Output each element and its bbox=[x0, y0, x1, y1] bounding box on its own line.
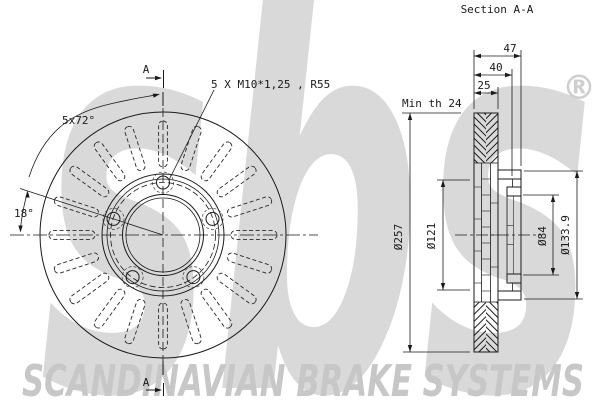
leader-line bbox=[169, 89, 215, 180]
vent-slots bbox=[48, 120, 278, 350]
arrow-right-icon bbox=[155, 387, 162, 393]
min-thickness-note: Min th 24 bbox=[402, 97, 462, 114]
section-marker-top: A bbox=[143, 63, 164, 88]
hatch-bottom-left bbox=[474, 302, 486, 352]
bolt-pattern-label: 5x72° bbox=[62, 114, 95, 127]
vent-slot bbox=[216, 165, 257, 198]
bore-chamfer-circle bbox=[125, 197, 201, 273]
vent-slot bbox=[180, 125, 202, 171]
watermark-layer: sbs ® SCANDINAVIAN BRAKE SYSTEMS bbox=[22, 0, 596, 400]
sbs-logo-watermark: sbs bbox=[40, 0, 595, 400]
bolt-hole-spotface bbox=[102, 208, 125, 230]
vent-slot bbox=[158, 302, 168, 350]
bolt-circle bbox=[110, 182, 216, 288]
section-marker-bottom: A bbox=[143, 376, 164, 396]
bore-diameter-dimension: Ø84 bbox=[523, 194, 559, 276]
vent-slot bbox=[93, 288, 126, 329]
dim-hub: Ø133.9 bbox=[559, 215, 572, 255]
vent-slot bbox=[53, 252, 99, 274]
vent-slot bbox=[230, 230, 278, 240]
dim-47: 47 bbox=[503, 42, 516, 55]
section-view: Section A-A bbox=[392, 3, 583, 353]
brand-banner-text: SCANDINAVIAN BRAKE SYSTEMS bbox=[22, 356, 584, 400]
bolt-hole bbox=[156, 175, 170, 190]
bolt-hole-spotface bbox=[152, 171, 174, 194]
bolt-hole bbox=[186, 270, 201, 285]
vent-slot bbox=[227, 252, 273, 274]
vent-slot bbox=[124, 125, 146, 171]
outer-diameter-dimension: Ø257 bbox=[392, 113, 470, 353]
vent-slot bbox=[93, 141, 126, 182]
dim-40: 40 bbox=[489, 61, 502, 74]
section-letter: A bbox=[143, 63, 150, 76]
vent-slot bbox=[69, 272, 110, 305]
dim-od: Ø257 bbox=[392, 224, 405, 251]
dim-25: 25 bbox=[477, 79, 490, 92]
vent-vane-lines bbox=[474, 178, 498, 292]
bolt-hole-radial-line bbox=[19, 188, 164, 236]
bolt-spec-label: 5 X M10*1,25 , R55 bbox=[211, 78, 330, 91]
dim-vent: Ø121 bbox=[425, 223, 438, 250]
bolt-spec-callout: 5 X M10*1,25 , R55 bbox=[169, 78, 330, 180]
dim-bore: Ø84 bbox=[536, 226, 549, 246]
vent-slot bbox=[180, 299, 202, 345]
vent-slot bbox=[124, 299, 146, 345]
centre-bore-circle bbox=[122, 194, 204, 276]
bolt-hole-spotface bbox=[201, 208, 224, 230]
angle-label: 18° bbox=[14, 207, 34, 220]
vent-slot bbox=[216, 272, 257, 305]
hatch-top-right bbox=[486, 113, 498, 163]
section-letter: A bbox=[143, 376, 150, 389]
vent-slot bbox=[48, 230, 96, 240]
bolt-holes bbox=[102, 171, 224, 288]
hub-chamfer-circle bbox=[106, 178, 220, 292]
bolt-hole-spotface bbox=[121, 266, 144, 288]
vent-slot bbox=[227, 196, 273, 218]
registered-trademark-icon: ® bbox=[562, 68, 596, 108]
hatch-bottom-right bbox=[486, 302, 498, 352]
angle-dimension-18: 18° bbox=[14, 188, 164, 236]
bolt-pattern-callout: 5x72° bbox=[28, 93, 160, 178]
hub-outer-circle bbox=[101, 173, 225, 297]
disc-outer-edge bbox=[39, 111, 287, 359]
bolt-hole bbox=[205, 211, 220, 226]
vent-slot bbox=[200, 288, 233, 329]
bolt-hole bbox=[125, 270, 140, 285]
width-dimensions: 47 40 25 bbox=[473, 42, 522, 176]
section-title: Section A-A bbox=[461, 3, 534, 16]
min-thickness-label: Min th 24 bbox=[402, 97, 462, 110]
arrow-down-icon bbox=[18, 225, 23, 233]
vent-slot bbox=[200, 141, 233, 182]
curved-leader-line bbox=[28, 94, 157, 178]
vent-slot bbox=[69, 165, 110, 198]
arrow-right-icon bbox=[152, 93, 160, 98]
arrow-up-icon bbox=[25, 190, 30, 198]
hub-diameter-dimension: Ø133.9 bbox=[524, 170, 583, 300]
vent-diameter-dimension: Ø121 bbox=[425, 179, 470, 291]
front-view: 18° 5x72° 5 X M10*1,25 , R55 A A bbox=[10, 63, 330, 396]
arrow-right-icon bbox=[155, 75, 162, 81]
hatch-top-left bbox=[474, 113, 486, 163]
bolt-hole-spotface bbox=[182, 266, 205, 288]
bolt-hole bbox=[106, 211, 121, 226]
vent-slot bbox=[158, 120, 168, 168]
